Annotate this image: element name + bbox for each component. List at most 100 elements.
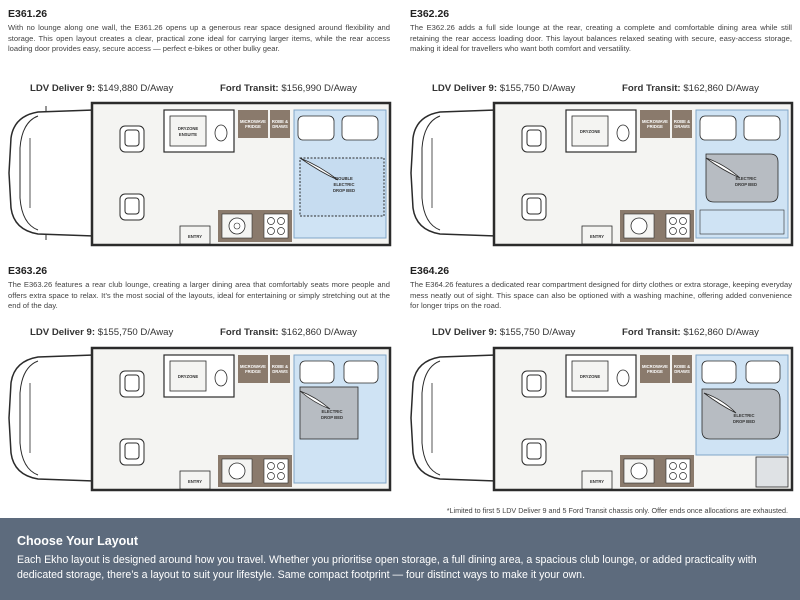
seat-icon	[119, 370, 145, 466]
robe-draws-cabinet	[270, 110, 290, 138]
layout-e363: E363.26 The E363.26 features a rear club…	[8, 265, 398, 505]
microwave-fridge-cabinet	[238, 355, 268, 383]
seat-icon	[119, 125, 145, 221]
layout-e362: E362.26 The E362.26 adds a full side lou…	[410, 8, 800, 248]
sink-icon	[228, 462, 246, 480]
ldv-price-value: $155,750 D/Away	[97, 327, 174, 338]
dryzone-label: DRYZONE	[580, 129, 601, 134]
ford-label: Ford Transit:	[622, 83, 681, 94]
floor-plan-e361: DRYZONE ENSUITE MICROWAVE FRIDGE ROBE & …	[8, 101, 392, 247]
ldv-price: LDV Deliver 9: $155,750 D/Away	[30, 327, 173, 338]
seat-icon	[521, 370, 547, 466]
ford-price-value: $162,860 D/Away	[281, 327, 357, 338]
svg-text:DRAWS: DRAWS	[674, 124, 690, 129]
ldv-label: LDV Deliver 9:	[432, 327, 498, 338]
ford-price: Ford Transit: $162,860 D/Away	[220, 327, 357, 338]
van-cab	[8, 354, 95, 482]
layout-description: The E364.26 features a dedicated rear co…	[410, 280, 793, 311]
dryzone-label: DRYZONE	[178, 126, 199, 131]
rear-storage-compartment	[755, 456, 789, 488]
ford-price-value: $162,860 D/Away	[683, 327, 759, 338]
layout-e361: E361.26 With no lounge along one wall, t…	[8, 8, 398, 248]
sink-icon	[630, 217, 648, 235]
footnote: *Limited to first 5 LDV Deliver 9 and 5 …	[446, 506, 788, 515]
dryzone-label: DRYZONE	[178, 374, 199, 379]
svg-text:DROP BED: DROP BED	[733, 419, 755, 424]
ford-price-value: $162,860 D/Away	[683, 83, 759, 94]
ford-price: Ford Transit: $162,860 D/Away	[622, 83, 759, 94]
svg-text:ROBE &: ROBE &	[272, 119, 288, 124]
svg-text:ENTRY: ENTRY	[590, 479, 604, 484]
cooktop-icon	[267, 217, 275, 225]
van-cab	[8, 109, 95, 237]
cooktop-icon	[267, 462, 275, 470]
svg-text:ELECTRIC: ELECTRIC	[322, 409, 343, 414]
ford-price-value: $156,990 D/Away	[281, 83, 357, 94]
ldv-price: LDV Deliver 9: $149,880 D/Away	[30, 83, 173, 94]
svg-text:ELECTRIC: ELECTRIC	[736, 176, 757, 181]
toilet-icon	[214, 369, 228, 387]
svg-text:DROP BED: DROP BED	[735, 182, 757, 187]
svg-text:ENTRY: ENTRY	[188, 234, 202, 239]
svg-text:DRAWS: DRAWS	[272, 124, 288, 129]
ford-label: Ford Transit:	[622, 327, 681, 338]
toilet-icon	[214, 124, 228, 142]
svg-text:DROP BED: DROP BED	[333, 188, 355, 193]
svg-text:ROBE &: ROBE &	[674, 119, 690, 124]
ldv-label: LDV Deliver 9:	[30, 327, 96, 338]
ldv-price-value: $155,750 D/Away	[499, 327, 576, 338]
svg-text:FRIDGE: FRIDGE	[647, 369, 663, 374]
entry-door	[179, 470, 211, 490]
svg-text:MICROWAVE: MICROWAVE	[642, 119, 668, 124]
layout-description: The E363.26 features a rear club lounge,…	[8, 280, 390, 311]
ldv-label: LDV Deliver 9:	[30, 83, 96, 94]
ford-price: Ford Transit: $162,860 D/Away	[622, 327, 759, 338]
svg-text:ROBE &: ROBE &	[272, 364, 288, 369]
layout-code: E361.26	[8, 8, 48, 20]
robe-draws-cabinet	[672, 110, 692, 138]
floor-plan-e362: DRYZONE MICROWAVE FRIDGE ROBE & DRAWS EL…	[410, 101, 794, 247]
toilet-icon	[616, 124, 630, 142]
svg-text:DOUBLE: DOUBLE	[335, 176, 353, 181]
floor-plan-e364: DRYZONE MICROWAVE FRIDGE ROBE & DRAWS EL…	[410, 346, 794, 492]
banner-text: Each Ekho layout is designed around how …	[17, 554, 757, 581]
ford-price: Ford Transit: $156,990 D/Away	[220, 83, 357, 94]
dryzone-label: DRYZONE	[580, 374, 601, 379]
layout-description: With no lounge along one wall, the E361.…	[8, 23, 390, 54]
svg-text:FRIDGE: FRIDGE	[245, 124, 261, 129]
ensuite-label: ENSUITE	[179, 132, 197, 137]
layout-description: The E362.26 adds a full side lounge at t…	[410, 23, 792, 54]
svg-text:ROBE &: ROBE &	[674, 364, 690, 369]
ford-label: Ford Transit:	[220, 83, 279, 94]
entry-door	[581, 225, 613, 245]
ldv-label: LDV Deliver 9:	[432, 83, 498, 94]
microwave-fridge-cabinet	[640, 355, 670, 383]
robe-draws-cabinet	[672, 355, 692, 383]
svg-text:ELECTRIC: ELECTRIC	[734, 413, 755, 418]
layout-code: E364.26	[410, 265, 450, 277]
microwave-fridge-cabinet	[238, 110, 268, 138]
svg-text:DRAWS: DRAWS	[272, 369, 288, 374]
cooktop-icon	[669, 462, 677, 470]
microwave-fridge-cabinet	[640, 110, 670, 138]
svg-text:FRIDGE: FRIDGE	[245, 369, 261, 374]
banner-title: Choose Your Layout	[17, 534, 139, 548]
ldv-price-value: $149,880 D/Away	[97, 83, 174, 94]
cooktop-icon	[669, 217, 677, 225]
svg-text:ELECTRIC: ELECTRIC	[334, 182, 355, 187]
entry-door	[179, 225, 211, 245]
van-cab	[410, 354, 497, 482]
svg-text:DRAWS: DRAWS	[674, 369, 690, 374]
entry-door	[581, 470, 613, 490]
sink-icon	[630, 462, 648, 480]
layout-code: E363.26	[8, 265, 48, 277]
ldv-price: LDV Deliver 9: $155,750 D/Away	[432, 83, 575, 94]
svg-text:MICROWAVE: MICROWAVE	[240, 364, 266, 369]
ldv-price: LDV Deliver 9: $155,750 D/Away	[432, 327, 575, 338]
robe-draws-cabinet	[270, 355, 290, 383]
ford-label: Ford Transit:	[220, 327, 279, 338]
svg-text:MICROWAVE: MICROWAVE	[642, 364, 668, 369]
svg-text:ENTRY: ENTRY	[188, 479, 202, 484]
toilet-icon	[616, 369, 630, 387]
svg-text:FRIDGE: FRIDGE	[647, 124, 663, 129]
